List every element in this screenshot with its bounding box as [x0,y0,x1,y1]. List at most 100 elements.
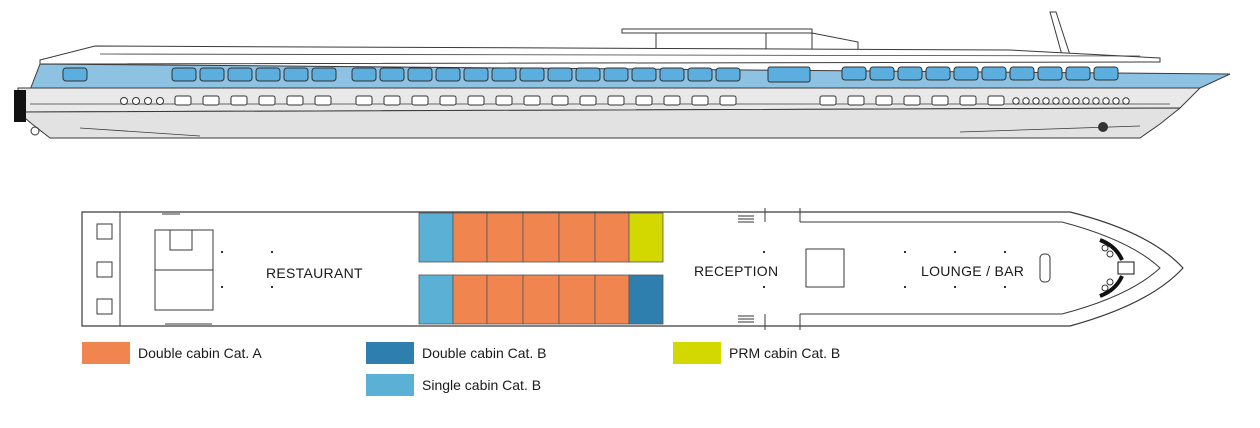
cabin-window [467,95,485,106]
cabin-window [523,95,541,106]
porthole [1042,97,1050,105]
anchor-icon [1098,122,1108,132]
window [1065,66,1091,81]
cabin-window [607,95,625,106]
cabin-window [230,95,248,106]
cabin-window [439,95,457,106]
restaurant-label: RESTAURANT [266,265,363,281]
cabin-single-cabin-cat-b [418,274,454,325]
pillar [763,286,765,288]
window [463,67,489,82]
porthole [132,97,140,105]
bar-stools [1101,244,1114,292]
stairs-marker-bottom [738,315,754,323]
cabin-window [355,95,373,106]
reception-label: RECEPTION [694,263,778,279]
porthole [1062,97,1070,105]
spiral-stair-icon [1039,253,1051,283]
hull-line [959,125,1141,133]
window [435,67,461,82]
stern-hatch [96,298,113,315]
window [925,66,951,81]
window [379,67,405,82]
cabin-window [635,95,653,106]
porthole [1012,97,1020,105]
lounge-central-block [805,248,845,288]
staircase [169,229,193,251]
cabin-double-cabin-cat-b [628,274,664,325]
upper-windows [62,66,1119,83]
cabin-window [314,95,332,106]
cabin-window [903,95,921,106]
pillar [1004,251,1006,253]
window [351,67,377,82]
window [715,67,741,82]
legend-single-cabin-cat-b: Single cabin Cat. B [366,374,541,396]
stern-hatch [96,223,113,240]
porthole [1092,97,1100,105]
cabin-window [819,95,837,106]
stairs-marker-top [738,215,754,223]
cabin-single-cabin-cat-b [418,212,454,263]
pillar [1004,286,1006,288]
rail-line [99,53,1141,57]
cabin-window [959,95,977,106]
window [255,67,281,82]
window [491,67,517,82]
window [687,67,713,82]
window [575,67,601,82]
cabin-double-cabin-cat-a [486,274,524,325]
swatch-double-cabin-cat-a [82,342,130,364]
bar-icon [1117,261,1135,275]
window [311,67,337,82]
cabin-window [202,95,220,106]
window [953,66,979,81]
stern-hatch [96,261,113,278]
pillar [221,286,223,288]
hull-line [79,127,201,137]
pillar [904,286,906,288]
lower-portholes [120,95,1130,106]
cabin-window [258,95,276,106]
cabin-double-cabin-cat-a [452,274,488,325]
cabin-window [383,95,401,106]
cabin-double-cabin-cat-a [594,274,630,325]
cabin-double-cabin-cat-a [522,212,560,263]
cabin-window [286,95,304,106]
cabins-top-row [418,212,664,263]
pillar [221,251,223,253]
cabin-window [931,95,949,106]
cabin-double-cabin-cat-a [522,274,560,325]
window [767,66,811,83]
porthole [156,97,164,105]
porthole [1022,97,1030,105]
cabin-window [579,95,597,106]
cabin-window [719,95,737,106]
cabin-double-cabin-cat-a [558,212,596,263]
legend-prm-cabin-cat-b: PRM cabin Cat. B [673,342,840,364]
porthole [1112,97,1120,105]
pillar [904,251,906,253]
cabin-double-cabin-cat-a [452,212,488,263]
bar-counter [1099,275,1124,298]
porthole [1122,97,1130,105]
pillar [954,251,956,253]
cabin-window [875,95,893,106]
cabin-window [691,95,709,106]
deck-plan: RESTAURANT RECEPTION LOUNGE / BAR [81,208,1184,330]
window [659,67,685,82]
window [547,67,573,82]
porthole [144,97,152,105]
porthole [1102,97,1110,105]
window [603,67,629,82]
lounge-wall [800,221,1161,315]
window [1009,66,1035,81]
window [981,66,1007,81]
porthole [1032,97,1040,105]
legend-label: PRM cabin Cat. B [729,345,841,361]
legend-label: Single cabin Cat. B [422,377,542,393]
swatch-double-cabin-cat-b [366,342,414,364]
cabin-window [847,95,865,106]
cabins-bottom-row [418,274,664,325]
